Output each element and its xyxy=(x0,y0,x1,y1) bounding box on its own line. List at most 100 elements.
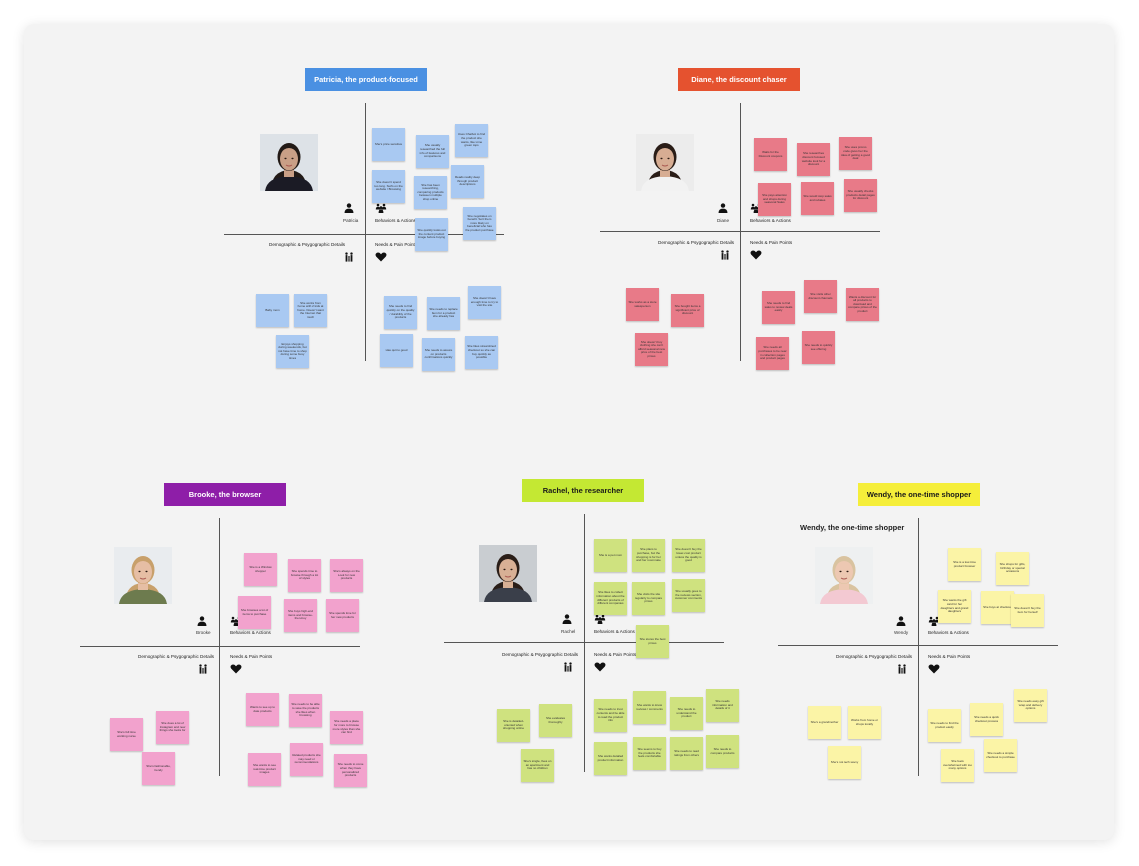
sticky-note-behaviors[interactable]: She would stop sales and rebates xyxy=(801,182,834,215)
persona-title[interactable]: Wendy, the one-time shopper xyxy=(858,483,980,506)
family-icon xyxy=(719,250,731,260)
sticky-note-needs[interactable]: She needs to compare products xyxy=(706,735,739,768)
sticky-note-needs[interactable]: She wants to know reviews / comments xyxy=(633,691,666,724)
sticky-note-demographic[interactable]: She's full time working nurse xyxy=(110,718,143,751)
sticky-note-needs[interactable]: She needs to find quickly on the quality… xyxy=(384,296,417,329)
sticky-note-demographic[interactable]: She's not tech savvy xyxy=(828,746,861,779)
sticky-note-demographic[interactable]: Baby mom xyxy=(256,294,289,327)
sticky-note-needs[interactable]: She needs to read ratings from others xyxy=(670,737,703,770)
sticky-note-behaviors[interactable]: Waits for the Discount coupons xyxy=(754,138,787,171)
sticky-note-needs[interactable]: She needs to be able to save the product… xyxy=(289,694,322,727)
demographic-label: Demographic & Psygographic Details xyxy=(658,240,735,245)
sticky-note-demographic[interactable]: She works from home with 2 kids at home.… xyxy=(294,294,327,327)
persona-name: Wendy xyxy=(894,630,909,635)
sticky-note-behaviors[interactable]: She quickly looks out the content produc… xyxy=(415,218,448,251)
sticky-note-needs[interactable]: She needs easy gift wrap and delivery op… xyxy=(1014,689,1047,722)
sticky-note-needs[interactable]: She visits other discount channels xyxy=(804,280,837,313)
divider-horizontal xyxy=(80,646,360,647)
sticky-note-demographic[interactable]: She's a grandmother xyxy=(808,706,841,739)
sticky-note-behaviors[interactable]: She is a pet mom xyxy=(594,539,627,572)
sticky-note-needs[interactable]: Related products she may need or recomme… xyxy=(290,743,323,776)
sticky-note-behaviors[interactable]: She doesn't buy the lower-cost product u… xyxy=(672,539,705,572)
sticky-note-demographic[interactable]: Enjoys shopping during weekends, but not… xyxy=(276,335,309,368)
sticky-note-needs[interactable]: She feels overwhelmed with too many opti… xyxy=(941,749,974,782)
sticky-note-needs[interactable]: She needs all purchases to be near in co… xyxy=(756,337,789,370)
sticky-note-needs[interactable]: She wants detailed product information xyxy=(594,742,627,775)
divider-vertical xyxy=(219,518,220,776)
sticky-note-needs[interactable]: She needs information and details of it xyxy=(706,689,739,722)
sticky-note-demographic[interactable]: She does a lot of Instagram and new thin… xyxy=(156,711,189,744)
avatar xyxy=(260,134,318,191)
persona-name: Diane xyxy=(717,218,730,223)
sticky-note-needs[interactable]: She needs to quickly see offering xyxy=(802,331,835,364)
sticky-note-demographic[interactable]: She's fashionable, trendy xyxy=(142,752,175,785)
sticky-note-needs[interactable]: Has quit to good xyxy=(380,334,413,367)
sticky-note-needs[interactable]: Wants to see up to date products xyxy=(246,693,279,726)
sticky-note-behaviors[interactable]: She researches discount focused website … xyxy=(797,143,830,176)
sticky-note-behaviors[interactable]: She doesn't buy the item for herself xyxy=(1011,594,1044,627)
sticky-note-behaviors[interactable]: She likes to collect information about t… xyxy=(594,582,627,615)
sticky-note-demographic[interactable]: She's single, lives on an apartment and … xyxy=(521,749,554,782)
persona-title[interactable]: Rachel, the researcher xyxy=(522,479,644,502)
sticky-note-needs[interactable]: She needs a quick checkout process xyxy=(970,703,1003,736)
persona-title[interactable]: Patricia, the product-focused xyxy=(305,68,427,91)
needs-label: Needs & Pain Points xyxy=(375,242,418,247)
sticky-note-behaviors[interactable]: She usually goes to the reviews section,… xyxy=(672,579,705,612)
sticky-note-behaviors[interactable]: Uses Chatbot to find the product she wan… xyxy=(455,124,488,157)
sticky-note-behaviors[interactable]: She has been researching, comparing prod… xyxy=(414,176,447,209)
sticky-note-demographic[interactable]: She is detailed-oriented when shopping o… xyxy=(497,709,530,742)
sticky-note-behaviors[interactable]: She doesn't spend too long. Surfs on the… xyxy=(372,170,405,203)
divider-horizontal xyxy=(224,234,504,235)
sticky-note-needs[interactable]: She wants to see real-time product image… xyxy=(248,753,281,786)
sticky-note-behaviors[interactable]: She is a low-time product browser xyxy=(948,548,981,581)
needs-label: Needs & Pain Points xyxy=(230,654,273,659)
sticky-note-needs[interactable]: She needs to find the product easily xyxy=(928,709,961,742)
sticky-note-behaviors[interactable]: She spends time for her new products xyxy=(326,599,359,632)
sticky-note-behaviors[interactable]: She wants the gift card for her daughter… xyxy=(938,590,971,623)
sticky-note-behaviors[interactable]: She visits the site regularly to compare… xyxy=(632,582,665,615)
sticky-note-behaviors[interactable]: She spends time to browse through a lot … xyxy=(288,559,321,592)
sticky-note-behaviors[interactable]: Reads reality deep through product descr… xyxy=(451,165,484,198)
sticky-note-behaviors[interactable]: She stores the best prices xyxy=(636,625,669,658)
sticky-note-behaviors[interactable]: She negotiates on benefit. Sort them mor… xyxy=(463,207,496,240)
sticky-note-needs[interactable]: Wants a discount for all products to dow… xyxy=(846,288,879,321)
sticky-note-needs[interactable]: She needs to find sales to review deals … xyxy=(762,291,795,324)
persona-title[interactable]: Brooke, the browser xyxy=(164,483,286,506)
sticky-note-behaviors[interactable]: She plans to purchase, but the shopping … xyxy=(632,539,665,572)
demographic-label: Demographic & Psygographic Details xyxy=(269,242,346,247)
sticky-note-demographic[interactable]: She works as a store salesperson xyxy=(626,288,659,321)
sticky-note-demographic[interactable]: She bought items a significant price of … xyxy=(671,294,704,327)
sticky-note-behaviors[interactable]: She uses promo code gives her the idea o… xyxy=(839,137,872,170)
sticky-note-behaviors[interactable]: She is a Window shopper xyxy=(244,553,277,586)
sticky-note-needs[interactable]: She doesn't have enough time to try to v… xyxy=(468,286,501,319)
sticky-note-demographic[interactable]: She doesn't buy clothing she can't affor… xyxy=(635,333,668,366)
sticky-note-demographic[interactable]: Works from home or shops locally xyxy=(848,706,881,739)
persona-name: Patricia xyxy=(343,218,359,223)
sticky-note-needs[interactable]: She needs to understand the product xyxy=(670,697,703,730)
sticky-note-needs[interactable]: She needs to replace Item for a product … xyxy=(427,297,460,330)
avatar xyxy=(815,547,873,604)
sticky-note-behaviors[interactable]: She usually researched the full info of … xyxy=(416,135,449,168)
sticky-note-needs[interactable]: She seems to buy the products she feels … xyxy=(633,737,666,770)
sticky-note-needs[interactable]: She needs to trust contents and be able … xyxy=(594,699,627,732)
sticky-note-demographic[interactable]: She evaluates thoroughly xyxy=(539,704,572,737)
sticky-note-behaviors[interactable]: She pays attention and shops during seas… xyxy=(758,183,791,216)
whiteboard-canvas[interactable]: Patricia, the product-focused Patricia B… xyxy=(24,24,1114,840)
sticky-note-behaviors[interactable]: She buys at checkout xyxy=(981,591,1014,624)
sticky-note-needs[interactable]: She needs a simple checkout to purchase xyxy=(984,739,1017,772)
sticky-note-behaviors[interactable]: She usually checks products detail pages… xyxy=(844,179,877,212)
family-icon xyxy=(343,252,355,262)
sticky-note-behaviors[interactable]: She's always on the Look for new product… xyxy=(330,559,363,592)
person-icon xyxy=(895,616,907,626)
sticky-note-behaviors[interactable]: She's price sensitive xyxy=(372,128,405,161)
sticky-note-behaviors[interactable]: She shops for gifts, birthday or special… xyxy=(996,552,1029,585)
sticky-note-needs[interactable]: She needs a place for more to browse mor… xyxy=(330,711,363,744)
needs-label: Needs & Pain Points xyxy=(594,652,637,657)
sticky-note-needs[interactable]: She needs to come when they have persona… xyxy=(334,754,367,787)
needs-label: Needs & Pain Points xyxy=(928,654,971,659)
sticky-note-needs[interactable]: She needs to assure on products confirma… xyxy=(422,338,455,371)
persona-title[interactable]: Diane, the discount chaser xyxy=(678,68,800,91)
sticky-note-needs[interactable]: She likes streamlined checkout so she ca… xyxy=(465,336,498,369)
sticky-note-behaviors[interactable]: She buys high-end items and browse-then-… xyxy=(284,599,317,632)
sticky-note-behaviors[interactable]: She browses a lot of items to purchase xyxy=(238,596,271,629)
